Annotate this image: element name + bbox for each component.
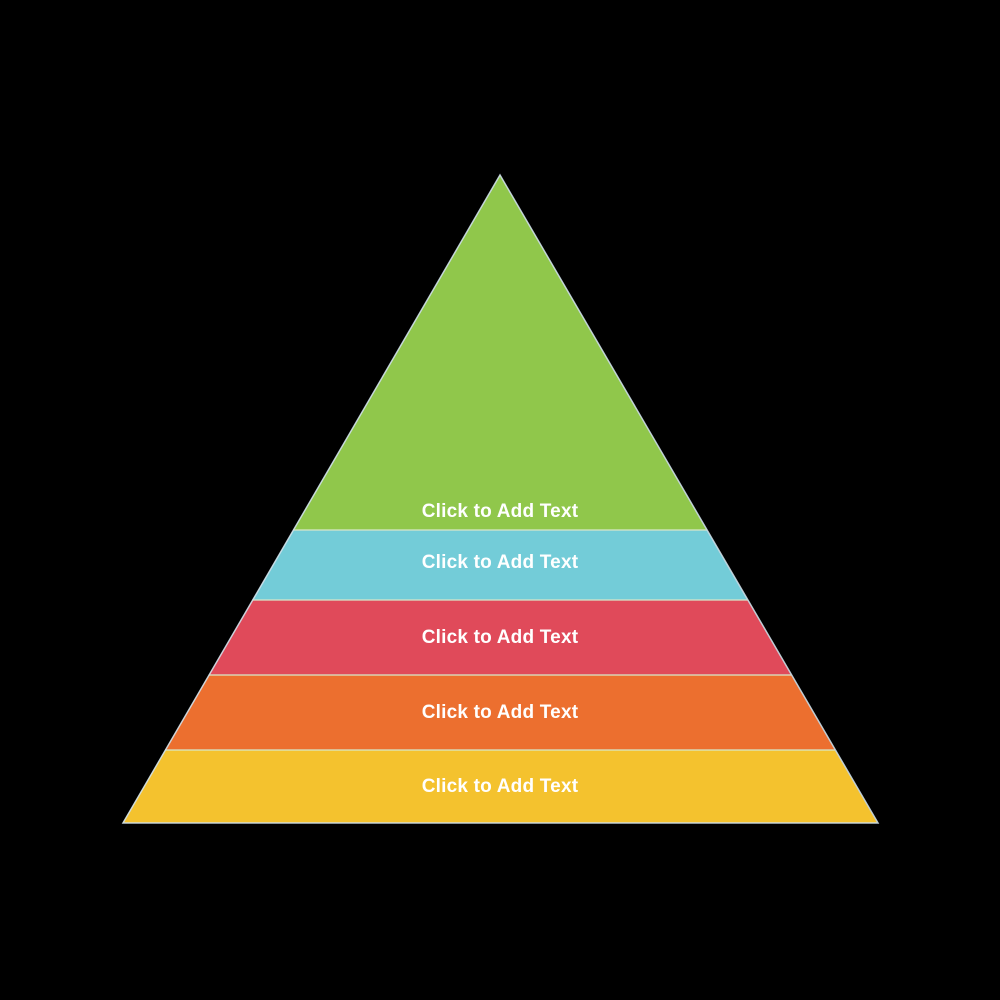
pyramid-outline <box>121 173 880 824</box>
pyramid-level-second[interactable] <box>252 530 748 600</box>
pyramid-level-bottom[interactable] <box>122 750 878 823</box>
pyramid-level-fourth[interactable] <box>165 675 835 750</box>
pyramid-level-top[interactable] <box>293 175 707 530</box>
pyramid-level-middle[interactable] <box>208 600 792 675</box>
